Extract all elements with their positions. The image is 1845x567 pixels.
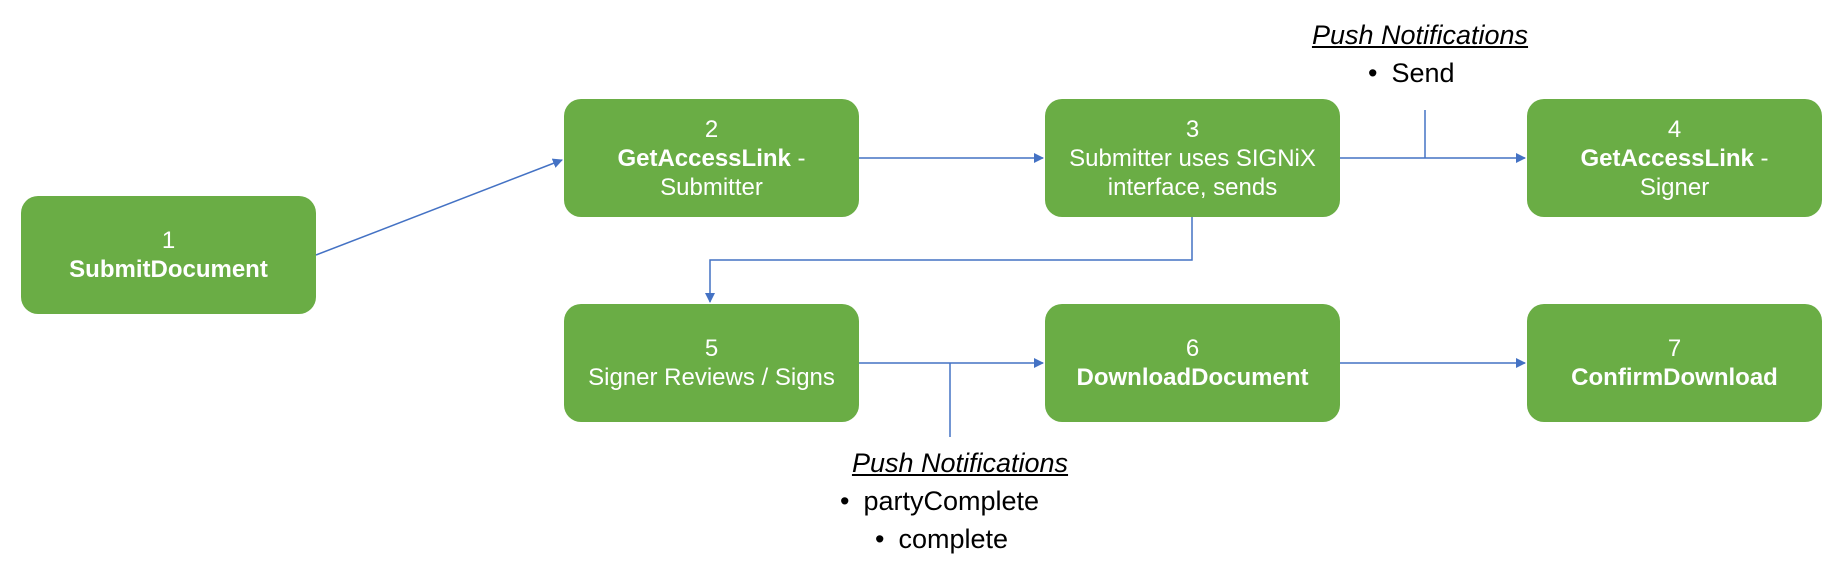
step-title-suffix: -	[790, 144, 806, 172]
step-number: 1	[161, 227, 176, 254]
step-number: 6	[1185, 335, 1200, 362]
step-title: ConfirmDownload	[1571, 364, 1778, 391]
step-title-line: GetAccessLink -	[617, 144, 805, 173]
note-heading: Push Notifications	[1311, 20, 1529, 50]
step-title: GetAccessLink	[617, 144, 791, 172]
step-title: GetAccessLink	[1580, 144, 1754, 172]
note-item-label: partyComplete	[863, 486, 1040, 516]
arrow-1-to-2	[315, 158, 563, 256]
note-list: • Send	[1290, 54, 1550, 92]
list-item: • partyComplete	[825, 482, 1095, 520]
step-title: SubmitDocument	[69, 256, 268, 283]
step-number: 5	[704, 335, 719, 362]
step-number: 3	[1185, 115, 1200, 143]
step-5-signer-reviews-signs: 5 Signer Reviews / Signs	[564, 304, 859, 422]
list-item: • complete	[825, 520, 1095, 558]
bullet-icon: •	[840, 486, 850, 516]
step-title-suffix: -	[1753, 144, 1769, 172]
step-title-line: SubmitDocument	[69, 255, 268, 284]
step-subtitle: Signer Reviews / Signs	[588, 364, 835, 391]
step-subtitle: Submitter	[660, 173, 763, 201]
step-1-submit-document: 1 SubmitDocument	[21, 196, 316, 314]
step-3-submitter-sends: 3 Submitter uses SIGNiX interface, sends	[1045, 99, 1340, 217]
step-title-line: GetAccessLink -	[1580, 144, 1768, 173]
step-number: 7	[1667, 335, 1682, 362]
note-item-label: complete	[898, 524, 1009, 554]
step-number: 4	[1667, 115, 1682, 143]
arrow-3-to-5	[705, 217, 1193, 303]
step-6-download-document: 6 DownloadDocument	[1045, 304, 1340, 422]
step-subtitle: Submitter uses SIGNiX interface, sends	[1069, 144, 1316, 201]
step-7-confirm-download: 7 ConfirmDownload	[1527, 304, 1822, 422]
note-heading: Push Notifications	[851, 448, 1069, 478]
push-notifications-note-top: Push Notifications • Send	[1290, 16, 1550, 92]
step-title: DownloadDocument	[1076, 364, 1309, 391]
note-item-label: Send	[1391, 58, 1455, 88]
bullet-icon: •	[875, 524, 885, 554]
step-title-line: DownloadDocument	[1077, 363, 1309, 392]
step-subtitle: Signer	[1639, 173, 1710, 201]
push-notifications-note-bottom: Push Notifications • partyComplete • compl…	[825, 444, 1095, 558]
step-title-line: ConfirmDownload	[1571, 363, 1778, 392]
step-2-get-access-link-submitter: 2 GetAccessLink - Submitter	[564, 99, 859, 217]
list-item: • Send	[1368, 54, 1550, 92]
note-list: • partyComplete • complete	[825, 482, 1095, 558]
step-number: 2	[704, 115, 719, 143]
bullet-icon: •	[1368, 58, 1378, 88]
step-4-get-access-link-signer: 4 GetAccessLink - Signer	[1527, 99, 1822, 217]
